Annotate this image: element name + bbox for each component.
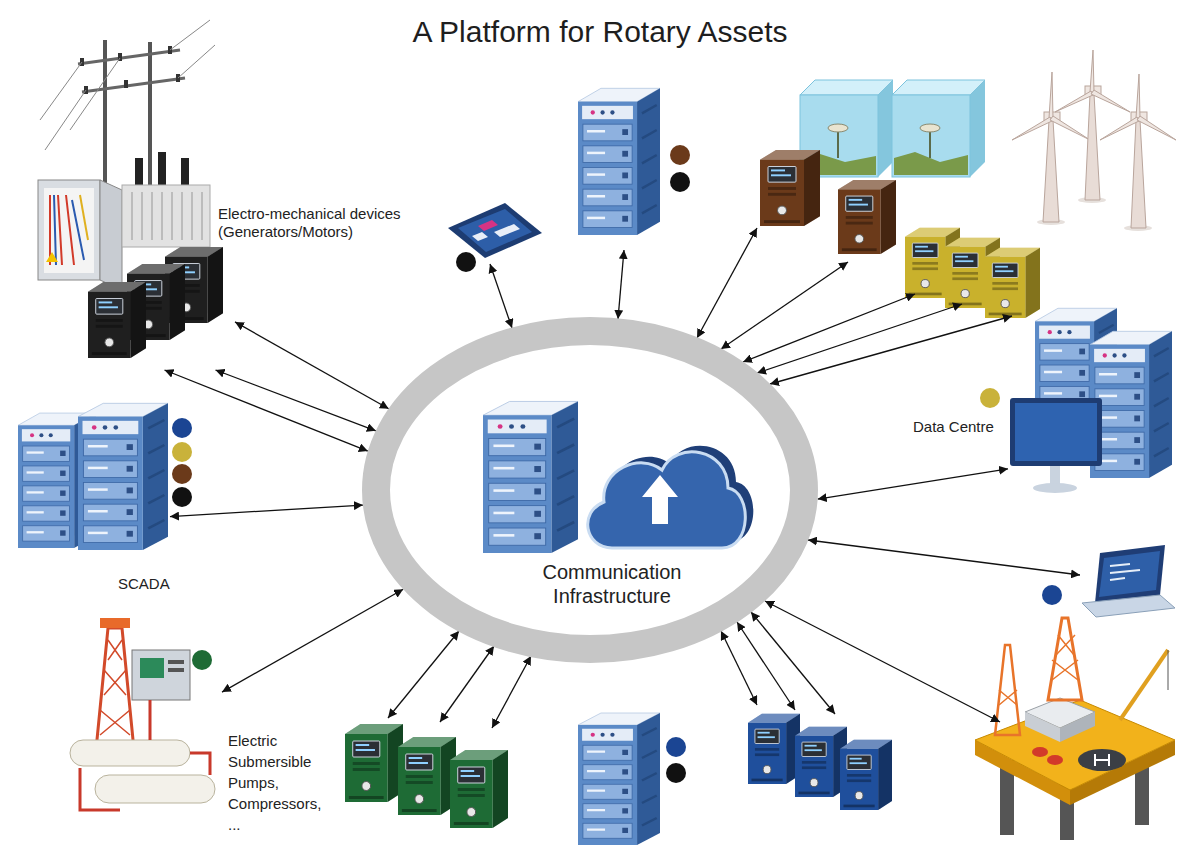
ring-label: Communication Infrastructure <box>527 560 697 608</box>
status-dots <box>172 145 1062 783</box>
transformer <box>122 152 210 247</box>
smartphone <box>448 203 542 258</box>
oil-rig <box>975 618 1175 840</box>
connector-arrow <box>222 589 403 692</box>
scada-servers <box>18 403 168 550</box>
pump-site <box>70 618 215 810</box>
electrical-panel <box>38 180 122 290</box>
green-cabinets <box>345 724 508 828</box>
group-label: Data Centre <box>913 418 994 436</box>
group-label: Electro-mechanical devices (Generators/M… <box>218 205 418 241</box>
tidal-tanks <box>800 80 985 177</box>
connector-arrow <box>235 322 389 409</box>
connector-arrow <box>818 469 1008 499</box>
device-arrows <box>388 228 1080 728</box>
ring-band <box>376 331 804 649</box>
communication-ring: Communication Infrastructure <box>362 317 818 663</box>
connector-arrow <box>170 505 363 516</box>
ring-shape <box>362 317 818 663</box>
title: A Platform for Rotary Assets <box>0 14 1200 50</box>
yellow-cabinets <box>905 228 1040 318</box>
central-server-cloud <box>483 401 753 553</box>
wind-turbines <box>1012 50 1176 231</box>
laptop <box>1082 545 1175 617</box>
motor-cabinets <box>88 247 223 358</box>
scada-group: SCADA <box>15 398 170 552</box>
group-label: SCADA <box>118 575 170 593</box>
device-group: Electro-mechanical devices (Generators/M… <box>85 240 235 370</box>
connector-arrow <box>165 370 368 451</box>
pump-group: Electric Submersible Pumps, Compressors,… <box>65 615 222 818</box>
power-pole <box>40 20 215 200</box>
data-centre-servers <box>1010 308 1172 493</box>
group-label: Electric Submersible Pumps, Compressors,… <box>228 730 326 835</box>
brown-cabinets <box>760 150 896 254</box>
blue-cabinets <box>748 714 892 810</box>
data-centre-group: Data Centre <box>1008 302 1172 496</box>
